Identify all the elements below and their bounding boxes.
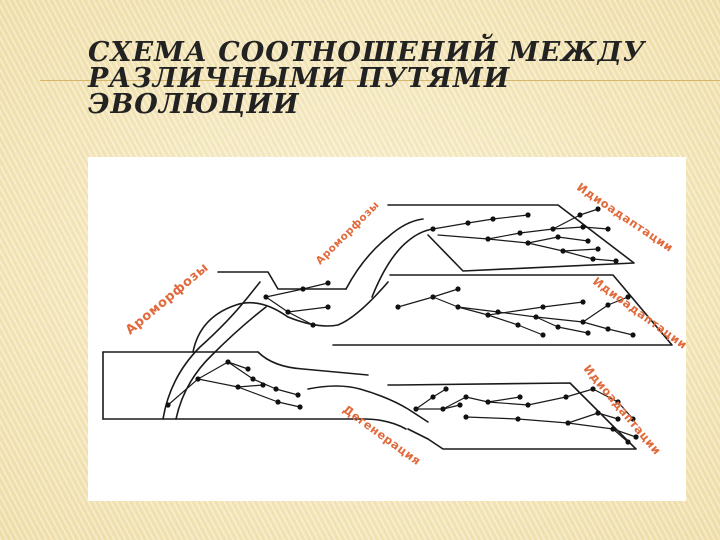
aromorphosis-curve [162, 281, 261, 420]
title-underline [40, 80, 720, 81]
base-plane [102, 351, 369, 420]
degeneration-plane [307, 382, 637, 450]
label-idioadaptations-top: Идиоадаптации [574, 180, 676, 255]
evolution-diagram: Ароморфозы Ароморфозы Идиоадаптации Идио… [88, 157, 686, 501]
diagram-canvas: Ароморфозы Ароморфозы Идиоадаптации Идио… [102, 180, 686, 468]
label-idioadaptations-bottom: Идиоадаптации [581, 362, 664, 458]
aromorphosis-curve-inner [175, 306, 267, 420]
top-branches [432, 208, 617, 262]
label-idioadaptations-middle: Идиоадаптации [590, 274, 686, 352]
title-line-1: СХЕМА СООТНОШЕНИЙ МЕЖДУ [88, 37, 646, 68]
middle-branches [265, 282, 634, 336]
label-aromorphoses-main: Ароморфозы [123, 260, 212, 338]
title-line-2: РАЗЛИЧНЫМИ ПУТЯМИ [88, 63, 511, 94]
branch-nodes [165, 206, 639, 445]
base-branches [167, 361, 301, 408]
title-line-3: ЭВОЛЮЦИИ [88, 89, 300, 120]
slide-title: СХЕМА СООТНОШЕНИЙ МЕЖДУ РАЗЛИЧНЫМИ ПУТЯМ… [88, 37, 708, 120]
label-aromorphoses-upper: Ароморфозы [314, 199, 382, 267]
top-plane [345, 204, 635, 298]
middle-plane [192, 271, 673, 353]
